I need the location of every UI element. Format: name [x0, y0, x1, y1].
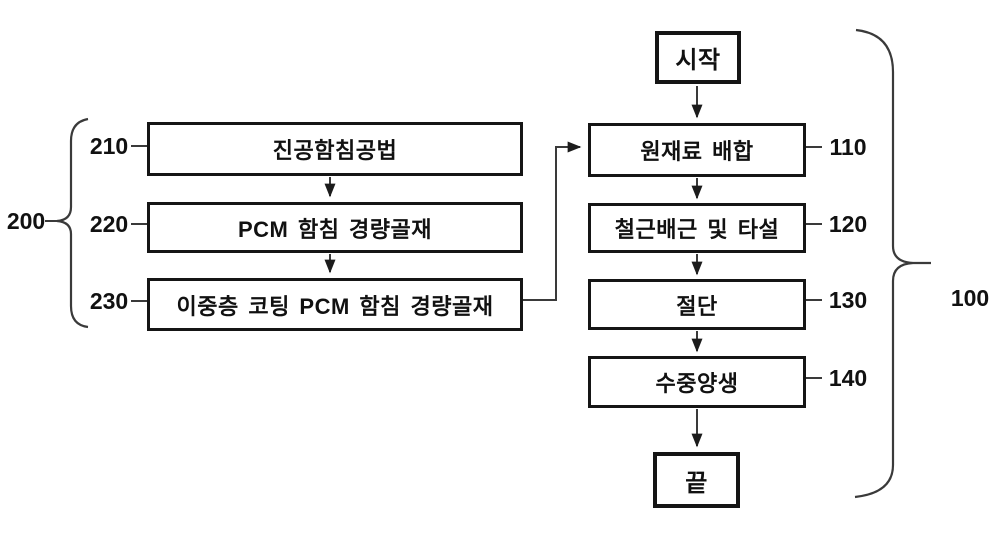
ref-label-120: 120 [828, 211, 868, 237]
step-box-130: 절단 [588, 279, 806, 330]
group-200-brace [56, 117, 89, 329]
step-box-120: 철근배근 및 타설 [588, 203, 806, 253]
start-terminal-box: 시작 [655, 31, 741, 84]
group-label-200: 200 [6, 208, 46, 234]
end-terminal-box: 끝 [653, 452, 740, 508]
step-box-210: 진공함침공법 [147, 122, 523, 176]
arrow-230-to-110 [523, 141, 582, 301]
group-label-100: 100 [950, 285, 990, 311]
step-box-110: 원재료 배합 [588, 123, 806, 177]
ref-label-110: 110 [829, 134, 867, 160]
step-box-230: 이중층 코팅 PCM 함침 경량골재 [147, 278, 523, 331]
step-box-140: 수중양생 [588, 356, 806, 408]
ref-label-140: 140 [828, 365, 868, 391]
ref-label-130: 130 [828, 287, 868, 313]
ref-label-210: 210 [89, 133, 129, 159]
group-100-brace [854, 28, 931, 499]
ref-label-230: 230 [89, 288, 129, 314]
ref-label-220: 220 [89, 211, 129, 237]
step-box-220: PCM 함침 경량골재 [147, 202, 523, 253]
